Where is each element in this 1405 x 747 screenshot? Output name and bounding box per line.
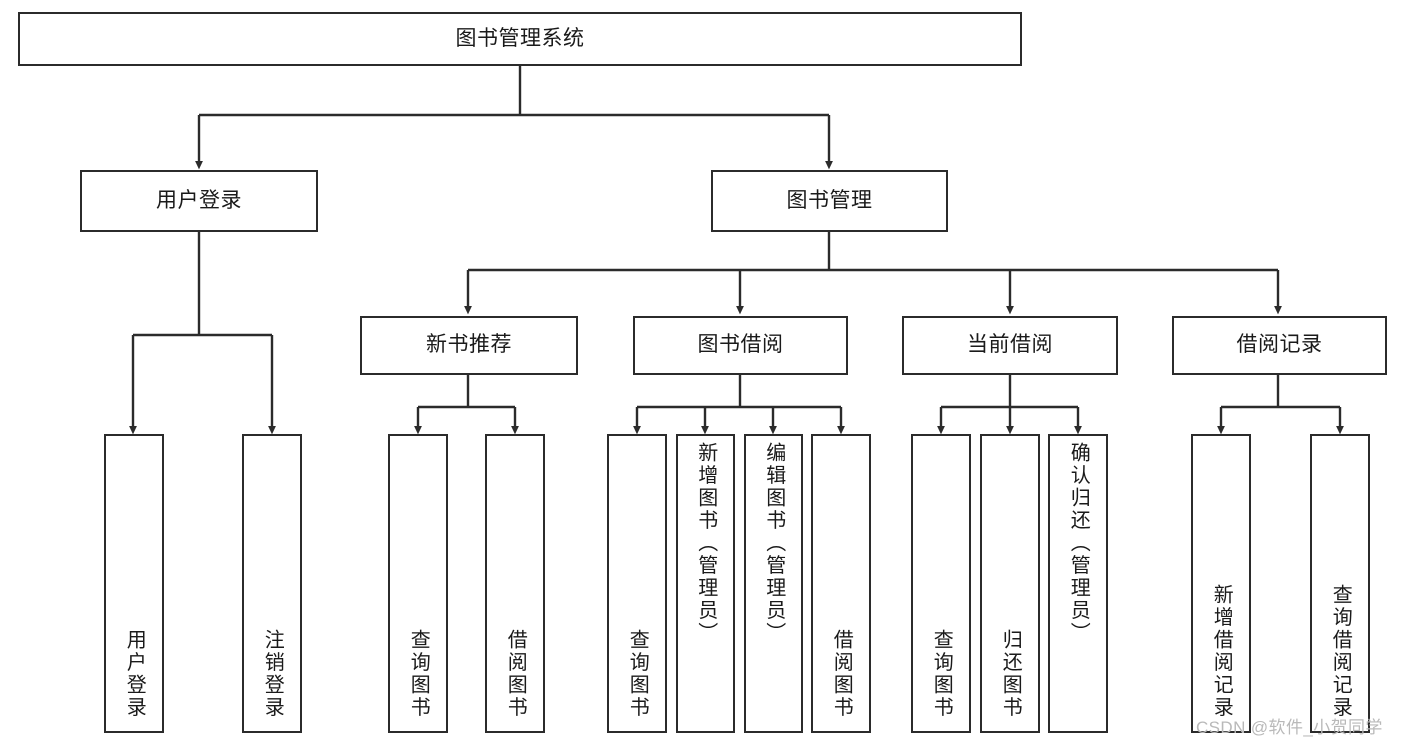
- node-root-system[interactable]: 图书管理系统: [18, 12, 1022, 66]
- leaf-borrow-edit-book-admin[interactable]: 编辑图书（管理员）: [744, 434, 803, 733]
- leaf-borrow-borrow-book[interactable]: 借阅图书: [811, 434, 871, 733]
- node-label: 借阅记录: [1236, 333, 1323, 357]
- leaf-current-confirm-return-admin[interactable]: 确认归还（管理员）: [1048, 434, 1108, 733]
- leaf-current-return-book[interactable]: 归还图书: [980, 434, 1040, 733]
- leaf-borrow-add-book-admin[interactable]: 新增图书（管理员）: [676, 434, 735, 733]
- leaf-recommend-query-book[interactable]: 查询图书: [388, 434, 448, 733]
- leaf-current-query-book[interactable]: 查询图书: [911, 434, 971, 733]
- node-label: 查询图书: [626, 629, 649, 719]
- node-label: 借阅图书: [504, 629, 527, 719]
- node-book-management[interactable]: 图书管理: [711, 170, 948, 232]
- node-book-borrow[interactable]: 图书借阅: [633, 316, 848, 375]
- node-label: 查询图书: [930, 629, 953, 719]
- node-label: 归还图书: [999, 629, 1022, 719]
- node-label: 查询借阅记录: [1329, 584, 1352, 719]
- node-label: 用户登录: [123, 629, 146, 719]
- node-label: 注销登录: [261, 629, 284, 719]
- leaf-record-add-record[interactable]: 新增借阅记录: [1191, 434, 1251, 733]
- leaf-user-login-logout[interactable]: 注销登录: [242, 434, 302, 733]
- node-label: 当前借阅: [967, 333, 1053, 357]
- leaf-record-query-record[interactable]: 查询借阅记录: [1310, 434, 1370, 733]
- node-label: 编辑图书（管理员）: [762, 442, 785, 645]
- node-label: 新增借阅记录: [1210, 584, 1233, 719]
- node-label: 新增图书（管理员）: [694, 442, 717, 645]
- node-label: 图书管理系统: [455, 26, 585, 50]
- node-label: 用户登录: [156, 188, 242, 212]
- leaf-user-login-login[interactable]: 用户登录: [104, 434, 164, 733]
- node-label: 新书推荐: [426, 333, 512, 357]
- node-current-borrow[interactable]: 当前借阅: [902, 316, 1118, 375]
- leaf-borrow-query-book[interactable]: 查询图书: [607, 434, 667, 733]
- node-label: 图书借阅: [697, 333, 784, 357]
- node-label: 图书管理: [786, 188, 873, 212]
- node-label: 借阅图书: [830, 629, 853, 719]
- node-label: 确认归还（管理员）: [1067, 442, 1090, 645]
- node-user-login[interactable]: 用户登录: [80, 170, 318, 232]
- node-label: 查询图书: [407, 629, 430, 719]
- leaf-recommend-borrow-book[interactable]: 借阅图书: [485, 434, 545, 733]
- node-borrow-record[interactable]: 借阅记录: [1172, 316, 1387, 375]
- node-new-book-recommend[interactable]: 新书推荐: [360, 316, 578, 375]
